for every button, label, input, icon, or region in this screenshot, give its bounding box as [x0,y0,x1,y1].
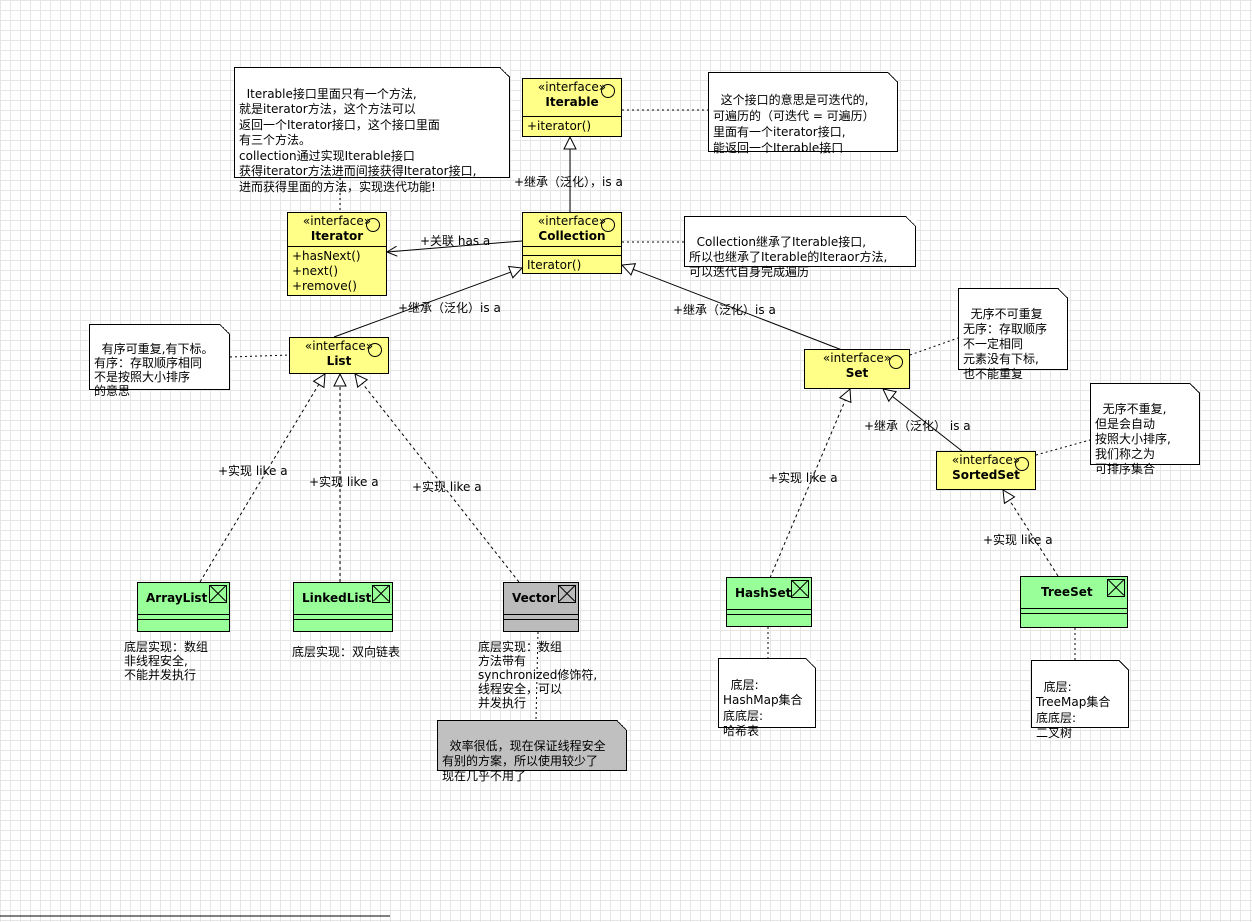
operation: Iterator() [527,258,582,272]
label-sortedset-set: +继承（泛化） is a [864,419,971,433]
arraylist-description: 底层实现：数组 非线程安全, 不能并发执行 [124,640,209,682]
stereotype-label: «interface» [304,339,374,353]
interface-circle-icon [601,218,615,232]
note-text: 这个接口的意思是可迭代的, 可遍历的（可迭代 = 可遍历） 里面有一个itera… [713,93,875,155]
class-name: Set [845,366,869,380]
label-set-collection: +继承（泛化）is a [673,303,776,317]
interface-circle-icon [889,355,903,369]
label-list-collection: +继承（泛化）is a [398,301,501,315]
class-name: List [326,354,352,368]
operation: +iterator() [527,119,592,133]
class-iterator[interactable]: «interface» Iterator +hasNext() +next() … [287,212,387,296]
interface-circle-icon [601,84,615,98]
interface-circle-icon [368,343,382,357]
class-name: Iterator [310,229,364,243]
stereotype-label: «interface» [302,214,372,228]
interface-circle-icon [366,218,380,232]
note-iterable-explanation: Iterable接口里面只有一个方法, 就是iterator方法，这个方法可以 … [234,67,510,194]
edge-hashset-set [769,389,850,579]
note-vector: 效率很低，现在保证线程安全 有别的方案，所以使用较少了 现在几乎不用了 [437,720,627,783]
class-set[interactable]: «interface» Set [804,349,910,389]
stereotype-label: «interface» [822,351,892,365]
label-arraylist-list: +实现 like a [218,464,288,478]
class-name: Iterable [545,95,599,109]
note-treeset: 底层: TreeMap集合 底底层: 二叉树 [1031,660,1129,740]
note-text: 无序不重复, 但是会自动 按照大小排序, 我们称之为 可排序集合 [1095,402,1171,476]
linkedlist-description: 底层实现：双向链表 [292,645,401,659]
label-hashset-set: +实现 like a [768,471,838,485]
note-text: 底层: HashMap集合 底底层: 哈希表 [723,677,803,739]
class-name: Vector [512,591,556,605]
edge-arraylist-list [199,374,325,583]
operation: +hasNext() [292,249,361,263]
class-vector[interactable]: Vector [503,582,579,632]
class-name: LinkedList [302,591,372,605]
operation: +next() [292,264,339,278]
edge-sortedset-set [883,389,963,452]
edge-treeset-sortedset [1003,490,1059,577]
note-text: 无序不可重复 无序：存取顺序 不一定相同 元素没有下标, 也不能重复 [963,307,1048,381]
class-name: SortedSet [952,468,1020,482]
class-list[interactable]: «interface» List [289,337,389,374]
class-icon [1107,579,1125,597]
label-vector-list: +实现 like a [412,480,482,494]
label-treeset-sortedset: +实现 like a [983,533,1053,547]
vector-description: 底层实现：数组 方法带有 synchronized修饰符, 线程安全，可以 并发… [478,640,598,710]
edge-list-collection [333,268,522,338]
note-text: Collection继承了Iterable接口, 所以也继承了Iterable的… [689,235,888,279]
class-name: HashSet [735,586,792,600]
class-name: ArrayList [146,591,208,605]
stereotype-label: «interface» [537,80,607,94]
edge-set-collection [622,265,843,351]
label-collection-iterator: +关联 has a [420,234,491,248]
class-linkedlist[interactable]: LinkedList [293,582,393,632]
edge-vector-list [355,374,520,583]
class-iterable[interactable]: «interface» Iterable +iterator() [522,78,622,137]
note-collection: Collection继承了Iterable接口, 所以也继承了Iterable的… [684,216,916,279]
class-hashset[interactable]: HashSet [726,577,812,627]
note-list: 有序可重复,有下标。 有序：存取顺序相同 不是按照大小排序 的意思 [89,324,230,398]
class-treeset[interactable]: TreeSet [1020,576,1128,628]
note-sortedset: 无序不重复, 但是会自动 按照大小排序, 我们称之为 可排序集合 [1090,383,1200,476]
interface-circle-icon [1015,457,1029,471]
label-collection-iterable: +继承（泛化），is a [514,175,623,189]
note-text: 底层: TreeMap集合 底底层: 二叉树 [1036,679,1111,741]
class-sortedset[interactable]: «interface» SortedSet [936,451,1036,490]
note-text: 有序可重复,有下标。 有序：存取顺序相同 不是按照大小排序 的意思 [94,342,214,398]
note-set: 无序不可重复 无序：存取顺序 不一定相同 元素没有下标, 也不能重复 [958,288,1068,381]
class-icon [558,585,576,603]
class-collection[interactable]: «interface» Collection Iterator() [522,212,622,274]
class-icon [791,580,809,598]
note-iterable-meaning: 这个接口的意思是可迭代的, 可遍历的（可迭代 = 可遍历） 里面有一个itera… [708,72,898,155]
operation: +remove() [292,279,357,293]
class-name: TreeSet [1041,585,1093,599]
note-text: 效率很低，现在保证线程安全 有别的方案，所以使用较少了 现在几乎不用了 [442,739,606,783]
class-arraylist[interactable]: ArrayList [137,582,230,632]
label-linkedlist-list: +实现 like a [309,475,379,489]
edge-collection-iterator [387,240,523,252]
class-icon [209,585,227,603]
note-text: Iterable接口里面只有一个方法, 就是iterator方法，这个方法可以 … [239,86,477,194]
stereotype-label: «interface» [951,453,1021,467]
stereotype-label: «interface» [537,214,607,228]
class-name: Collection [538,229,606,243]
class-icon [372,585,390,603]
note-hashset: 底层: HashMap集合 底底层: 哈希表 [718,658,816,738]
